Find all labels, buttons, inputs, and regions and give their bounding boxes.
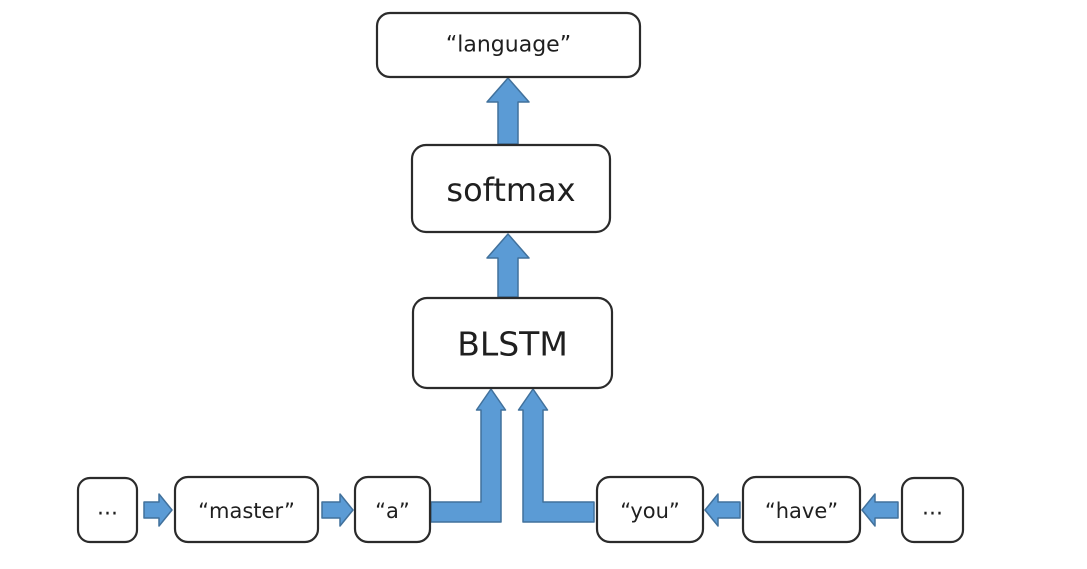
right-ellipsis-box	[900, 476, 965, 544]
word-master-label: “master”	[198, 499, 295, 523]
word-master-box	[173, 475, 320, 544]
arrow-ellipsis-to-have	[861, 493, 899, 527]
arrow-blstm-to-softmax	[486, 233, 530, 298]
word-a-box	[353, 475, 432, 544]
softmax-box	[410, 143, 612, 234]
word-have-box	[741, 475, 862, 544]
word-you-label: “you”	[620, 499, 680, 523]
output-word-box	[375, 11, 642, 79]
word-have-label: “have”	[765, 499, 838, 523]
softmax-label: softmax	[446, 171, 575, 209]
word-you-box	[595, 475, 705, 544]
left-ellipsis-label: ...	[97, 496, 118, 521]
word-a-label: “a”	[375, 499, 410, 523]
arrow-master-to-a	[321, 493, 354, 527]
arrow-forward-context-into-blstm	[430, 388, 507, 523]
right-ellipsis-label: ...	[922, 496, 943, 521]
output-word-label: “language”	[446, 33, 571, 58]
blstm-box	[411, 296, 614, 390]
arrow-backward-context-into-blstm	[517, 388, 595, 523]
arrow-softmax-to-output	[486, 77, 530, 145]
blstm-label: BLSTM	[457, 325, 568, 364]
arrow-ellipsis-to-master	[143, 493, 173, 527]
arrow-have-to-you	[704, 493, 741, 527]
left-ellipsis-box	[76, 476, 139, 544]
